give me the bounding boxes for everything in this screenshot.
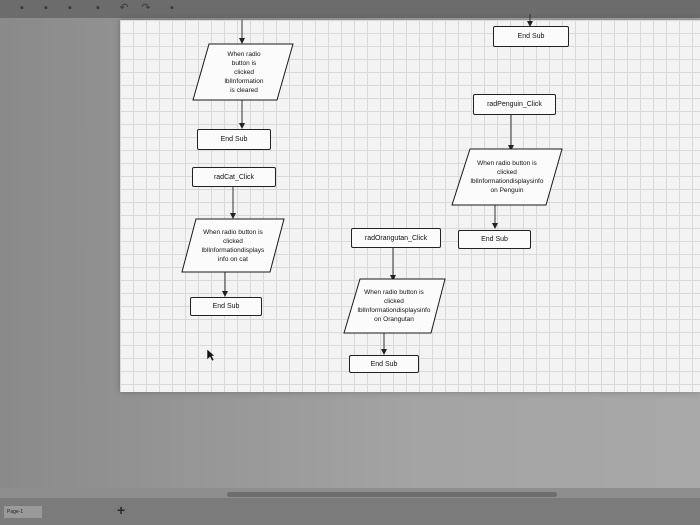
rad-orangutan-click-box[interactable]: radOrangutan_Click [351, 228, 441, 248]
io-text-cat: When radio button is clicked lblInformat… [201, 228, 265, 263]
toolbar: ▪ ▪ ▪ ▪ ↶ ↷ ▪ [0, 0, 700, 18]
io-text-orangutan: When radio button is clicked lblInformat… [357, 289, 431, 323]
io-text-penguin: When radio button is clicked lblInformat… [470, 160, 544, 194]
undo-icon[interactable]: ↶ [119, 2, 129, 14]
end-sub-cat-box[interactable]: End Sub [190, 297, 262, 316]
page-tab-page-1[interactable]: Page-1 [4, 506, 42, 518]
tool-icon-2[interactable]: ▪ [44, 2, 48, 14]
end-sub-penguin-box[interactable]: End Sub [458, 230, 531, 249]
io-text-cleared: When radio button is clicked lblInformat… [224, 50, 264, 94]
horizontal-scrollbar[interactable] [227, 492, 557, 497]
rad-cat-click-box[interactable]: radCat_Click [192, 167, 276, 187]
canvas-workspace[interactable] [0, 18, 700, 488]
tool-icon-3[interactable]: ▪ [68, 2, 72, 14]
end-sub-top-right-box[interactable]: End Sub [493, 26, 569, 47]
page-tabs-bar: Page-1 + [0, 498, 700, 525]
add-page-button[interactable]: + [117, 502, 126, 518]
mouse-cursor-icon [206, 348, 216, 362]
end-sub-1-box[interactable]: End Sub [197, 129, 271, 150]
tool-icon-7[interactable]: ▪ [170, 2, 174, 14]
tool-icon-4[interactable]: ▪ [96, 2, 100, 14]
tool-icon-1[interactable]: ▪ [20, 2, 24, 14]
redo-icon[interactable]: ↷ [141, 2, 151, 14]
end-sub-orangutan-box[interactable]: End Sub [349, 355, 419, 373]
rad-penguin-click-box[interactable]: radPenguin_Click [473, 94, 556, 115]
